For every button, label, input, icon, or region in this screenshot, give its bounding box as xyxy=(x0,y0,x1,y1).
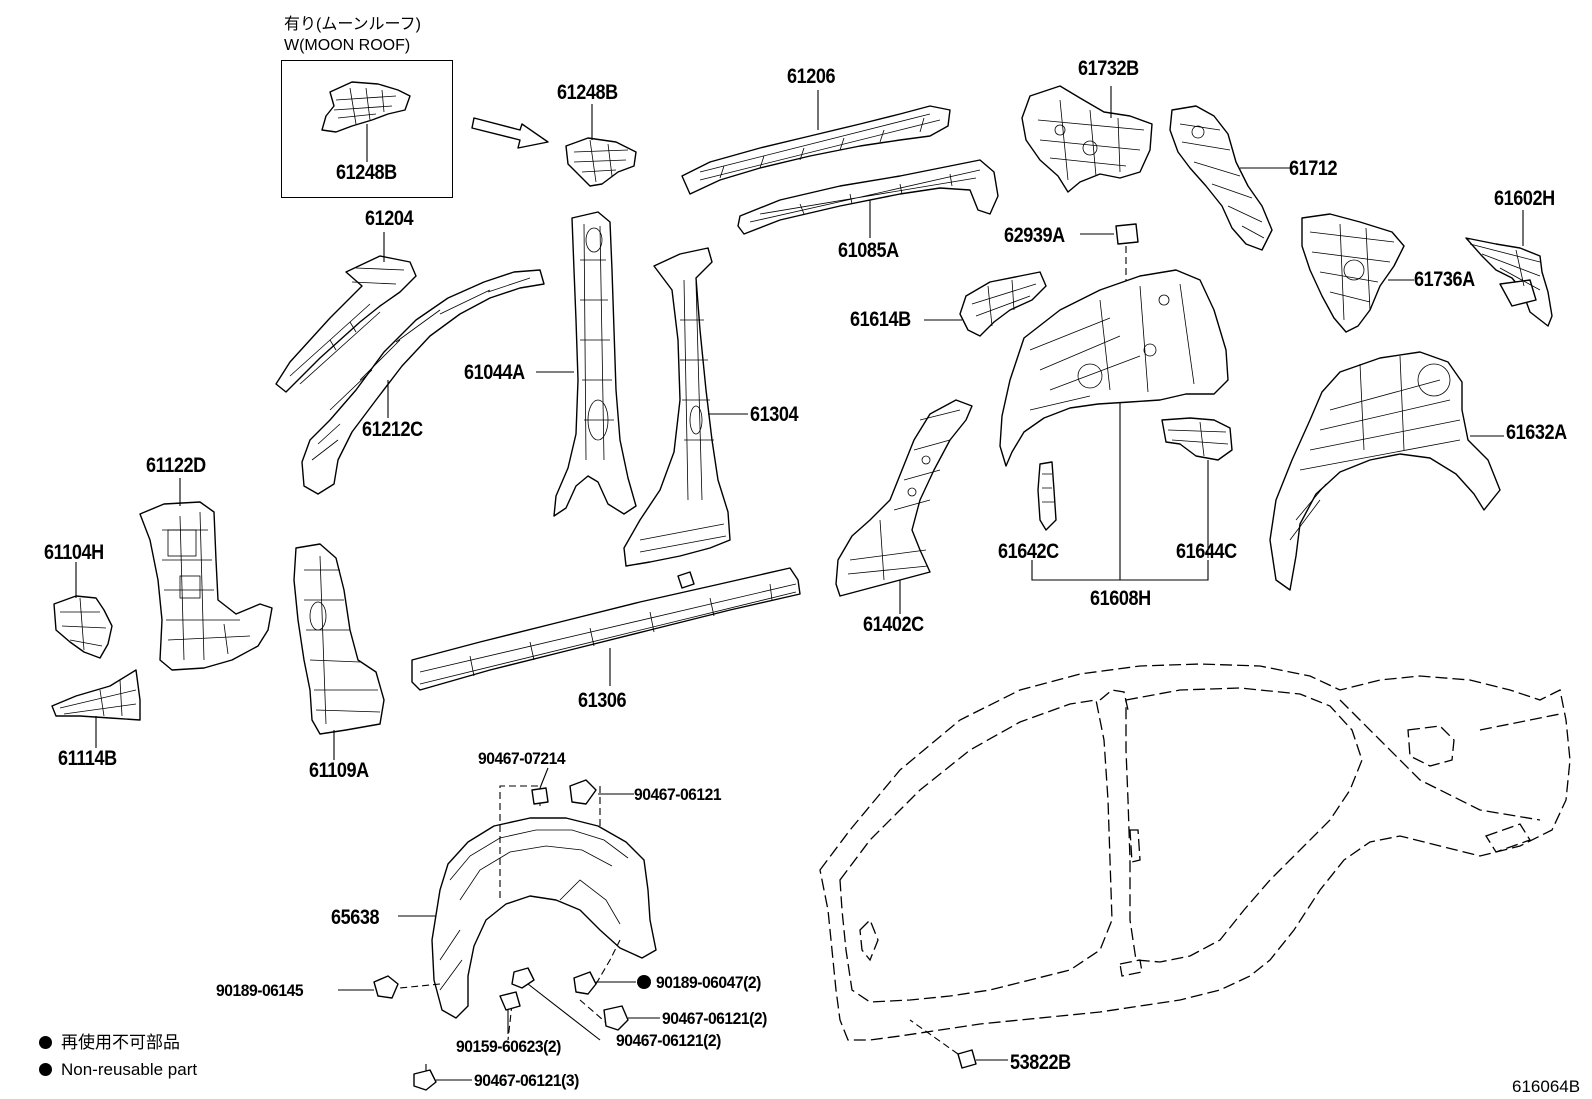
part-61642C xyxy=(1037,461,1057,531)
label-90159-60623: 90159-60623(2) xyxy=(456,1037,561,1056)
fastener-90467-06121-2a xyxy=(603,1005,660,1031)
label-61085A: 61085A xyxy=(838,239,899,262)
label-90189-06047: 90189-06047(2) xyxy=(656,973,761,992)
part-61608H xyxy=(999,269,1229,581)
fastener-90467-06121-3 xyxy=(413,1069,472,1091)
part-61044A xyxy=(536,211,637,517)
part-61248B-moonroof xyxy=(321,81,411,162)
fastener-90467-06121-top xyxy=(569,779,634,805)
note-non-reusable-en: Non-reusable part xyxy=(39,1061,197,1078)
fastener-90189-06047 xyxy=(573,971,651,995)
arrow-icon xyxy=(471,117,549,149)
fastener-90189-06145 xyxy=(338,975,399,999)
label-61206: 61206 xyxy=(787,65,836,88)
label-65638: 65638 xyxy=(331,906,380,929)
part-61114B xyxy=(51,669,141,748)
part-61248B xyxy=(565,104,637,187)
label-61304: 61304 xyxy=(750,403,799,426)
label-61732B: 61732B xyxy=(1078,57,1139,80)
label-90467-06121-3: 90467-06121(3) xyxy=(474,1071,579,1090)
label-61109A: 61109A xyxy=(309,759,369,782)
diagram-reference-number: 616064B xyxy=(1512,1077,1581,1096)
part-61085A xyxy=(737,159,999,238)
label-90467-07214: 90467-07214 xyxy=(478,749,566,768)
label-62939A: 62939A xyxy=(1004,224,1065,247)
note-non-reusable-jp: 再使用不可部品 xyxy=(39,1034,180,1051)
part-65638 xyxy=(398,817,657,1019)
label-61248B: 61248B xyxy=(557,81,618,104)
label-61644C: 61644C xyxy=(1176,540,1237,563)
part-61212C xyxy=(301,269,545,495)
label-61248B-moonroof: 61248B xyxy=(336,161,397,184)
fastener-90467-07214 xyxy=(531,767,549,805)
label-90189-06145: 90189-06145 xyxy=(216,981,304,1000)
label-61204: 61204 xyxy=(365,207,414,230)
label-90467-06121-2a: 90467-06121(2) xyxy=(662,1009,767,1028)
label-61122D: 61122D xyxy=(146,454,206,477)
filled-circle-icon xyxy=(39,1036,52,1049)
part-61304 xyxy=(623,247,748,567)
label-61212C: 61212C xyxy=(362,418,423,441)
part-61644C xyxy=(1161,417,1233,558)
label-61642C: 61642C xyxy=(998,540,1059,563)
part-61306 xyxy=(411,567,801,691)
moon-roof-title-en: W(MOON ROOF) xyxy=(284,37,411,54)
part-61712 xyxy=(1169,105,1290,251)
part-61602H xyxy=(1465,210,1553,327)
label-61402C: 61402C xyxy=(863,613,924,636)
label-61104H: 61104H xyxy=(44,541,104,564)
fastener-90159-60623 xyxy=(499,991,521,1034)
part-61122D xyxy=(139,478,273,671)
label-90467-06121-2b: 90467-06121(2) xyxy=(616,1031,721,1050)
label-61044A: 61044A xyxy=(464,361,525,384)
filled-circle-icon xyxy=(39,1063,52,1076)
part-61402C xyxy=(835,399,973,614)
moon-roof-title-jp: 有り(ムーンルーフ) xyxy=(284,16,421,33)
part-61109A xyxy=(293,543,385,760)
part-53822B xyxy=(909,1019,1008,1069)
part-61206 xyxy=(681,90,951,195)
label-53822B: 53822B xyxy=(1010,1051,1071,1074)
label-61608H: 61608H xyxy=(1090,587,1151,610)
label-61712: 61712 xyxy=(1289,157,1338,180)
moon-roof-box xyxy=(281,60,453,198)
label-61602H: 61602H xyxy=(1494,187,1555,210)
part-61104H xyxy=(53,562,113,659)
body-side-outline xyxy=(819,663,1571,1041)
part-61614B xyxy=(924,271,1047,337)
label-61306: 61306 xyxy=(578,689,627,712)
part-61736A xyxy=(1301,213,1414,333)
part-61632A xyxy=(1269,351,1504,591)
label-61114B: 61114B xyxy=(58,747,117,770)
label-61614B: 61614B xyxy=(850,308,911,331)
fastener-90467-06121-2b xyxy=(511,967,601,1041)
label-61736A: 61736A xyxy=(1414,268,1475,291)
part-61732B xyxy=(1021,85,1153,193)
part-61204 xyxy=(275,232,417,393)
part-62939A xyxy=(1080,223,1139,282)
label-61632A: 61632A xyxy=(1506,421,1567,444)
label-90467-06121: 90467-06121 xyxy=(634,785,722,804)
